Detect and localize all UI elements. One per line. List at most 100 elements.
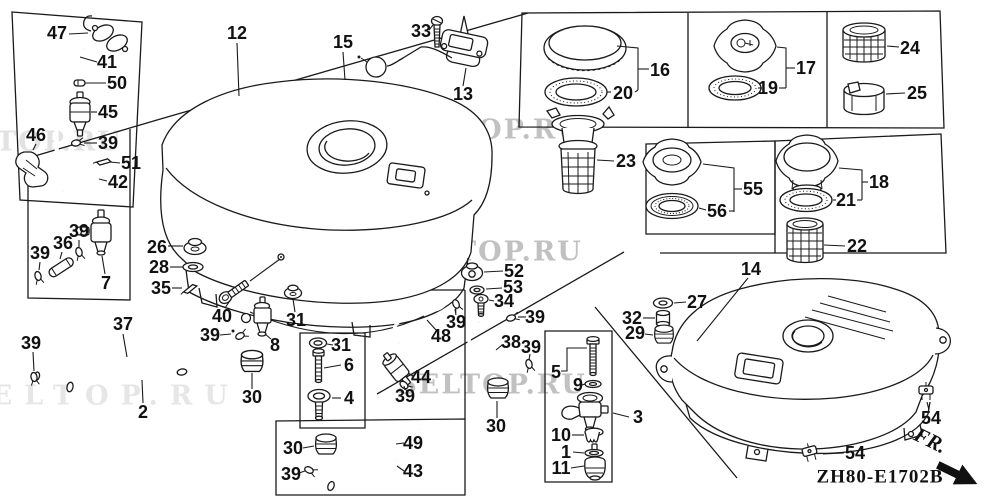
part-number-8: 8	[270, 335, 280, 355]
part-33-screw	[430, 15, 444, 48]
part-number-1: 1	[561, 442, 571, 462]
part-number-6: 6	[344, 355, 354, 375]
part-30-grommet-a	[240, 349, 264, 373]
part-28-washer	[182, 261, 204, 273]
part-40-drain-bolt	[218, 279, 250, 305]
part-11-valve-cup	[584, 456, 606, 481]
leader-17	[776, 46, 787, 88]
leader-20	[634, 89, 639, 93]
leader-23	[596, 159, 615, 162]
part-9-washer	[584, 379, 602, 389]
leader-9	[581, 383, 586, 386]
part-16-fuel-filler-cap	[543, 25, 627, 72]
part-number-11: 11	[551, 458, 570, 478]
part-14-fuel-tank	[655, 278, 952, 462]
part-number-28: 28	[149, 257, 169, 277]
part-24-filter-screen	[842, 22, 886, 63]
part-number-7: 7	[101, 273, 111, 293]
leader-52	[483, 270, 504, 273]
part-12-fuel-tank	[160, 78, 493, 338]
leader-1	[572, 451, 585, 454]
part-number-48: 48	[431, 326, 451, 346]
part-number-47: 47	[47, 23, 67, 43]
leader-54	[822, 452, 845, 455]
part-number-42: 42	[108, 172, 128, 192]
part-45-fuel-filter	[69, 91, 91, 137]
leader-49	[395, 442, 405, 445]
part-number-39: 39	[98, 133, 118, 153]
leader-34	[488, 299, 495, 302]
leader-40	[224, 298, 232, 309]
part-number-23: 23	[616, 151, 636, 171]
part-5-valve-bolt	[586, 335, 600, 377]
part-number-45: 45	[98, 102, 118, 122]
leader-42	[98, 178, 108, 182]
part-number-13: 13	[453, 84, 473, 104]
part-number-56: 56	[707, 201, 727, 221]
part-1-gasket	[584, 448, 604, 458]
leader-31	[292, 298, 296, 313]
part-26-grommet	[183, 237, 207, 256]
part-43-fuel-tube	[327, 458, 397, 492]
part-27-washer	[652, 297, 674, 309]
part-number-24: 24	[900, 38, 920, 58]
leader-16	[616, 45, 639, 90]
part-2-fuel-tube	[66, 368, 188, 393]
part-7-fuel-valve	[75, 209, 112, 256]
watermark-layer: SELTOP.RUSELTOP.RUSELTOP.RUSELTOP.RUSELT…	[0, 115, 585, 412]
leader-39	[528, 353, 531, 361]
leader-7	[101, 255, 106, 275]
part-41-fuel-tube	[53, 44, 85, 193]
leader-48	[426, 319, 437, 331]
part-number-39: 39	[21, 333, 41, 353]
part-number-17: 17	[796, 58, 816, 78]
part-number-33: 33	[411, 21, 431, 41]
part-number-46: 46	[26, 125, 46, 145]
leader-31	[326, 343, 334, 346]
leader-54	[926, 401, 930, 411]
part-number-15: 15	[333, 32, 353, 52]
part-number-39: 39	[525, 307, 545, 327]
part-number-26: 26	[147, 237, 167, 257]
part-17-fuel-filler-cap	[713, 19, 777, 73]
part-55-tank-cap	[642, 138, 702, 186]
leader-38	[495, 344, 503, 351]
part-47-tube-clamp	[83, 15, 129, 53]
watermark: SELTOP.RU	[0, 127, 123, 158]
part-10-valve-cup	[584, 427, 604, 451]
part-number-49: 49	[403, 433, 423, 453]
part-number-30: 30	[283, 438, 303, 458]
part-42-fuel-tube	[76, 150, 105, 186]
leader-43	[396, 465, 405, 472]
leader-40	[249, 258, 281, 282]
leader-51	[109, 161, 121, 164]
part-number-39: 39	[521, 337, 541, 357]
part-number-39: 39	[200, 325, 220, 345]
part-21-cap-gasket	[779, 187, 833, 213]
part-number-16: 16	[650, 60, 670, 80]
part-number-39: 39	[446, 312, 466, 332]
leader-30	[302, 445, 315, 449]
part-number-30: 30	[242, 387, 262, 407]
part-number-5: 5	[551, 362, 561, 382]
drawing-code: ZH80-E1702B	[816, 467, 943, 488]
part-number-30: 30	[486, 416, 506, 436]
part-number-34: 34	[494, 291, 514, 311]
part-number-31: 31	[331, 335, 351, 355]
part-number-39: 39	[30, 243, 50, 263]
leader-46	[32, 143, 37, 151]
part-number-39: 39	[395, 386, 415, 406]
leader-5	[561, 347, 587, 372]
leader-11	[570, 465, 585, 469]
leader-55	[702, 163, 735, 212]
part-31-washer-b	[308, 337, 328, 349]
part-number-37: 37	[113, 314, 133, 334]
part-number-21: 21	[836, 190, 856, 210]
part-50-tube-clip	[73, 79, 86, 87]
part-48-fuel-tube	[392, 295, 449, 345]
part-39-tube-clip-10	[302, 463, 319, 478]
part-44-fuel-filter	[382, 352, 411, 386]
part-number-22: 22	[847, 236, 867, 256]
leader-12	[236, 42, 240, 97]
